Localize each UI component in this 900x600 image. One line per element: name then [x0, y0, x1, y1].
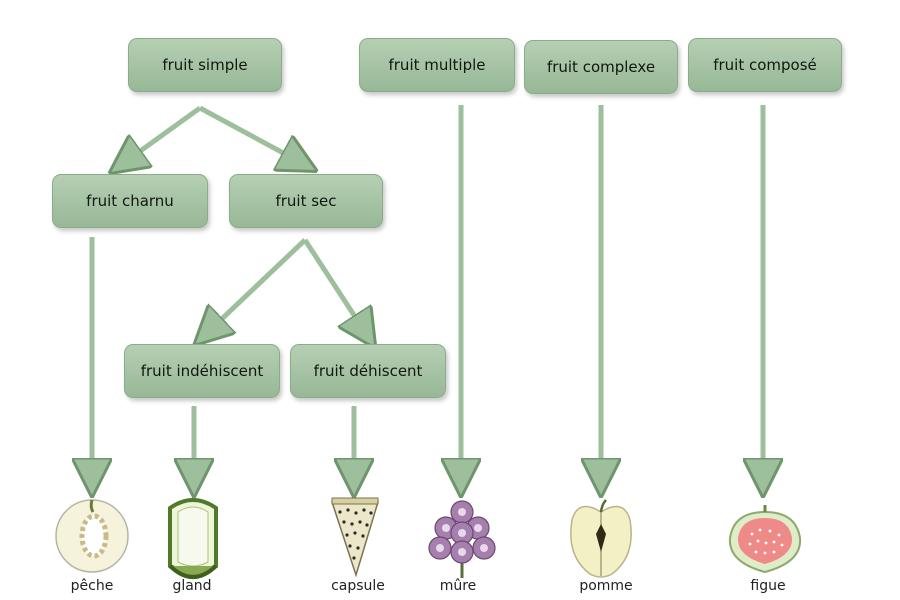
node-fruit-sec: fruit sec	[229, 174, 383, 228]
arrow-simple-to-charnu	[125, 105, 202, 162]
fig-icon	[728, 505, 802, 574]
node-fruit-dehiscent: fruit déhiscent	[290, 344, 446, 398]
apple-icon	[570, 499, 632, 578]
node-fruit-complexe: fruit complexe	[524, 40, 678, 94]
label-pomme: pomme	[579, 578, 633, 594]
label-capsule: capsule	[331, 578, 385, 594]
node-fruit-indehiscent: fruit indéhiscent	[124, 344, 280, 398]
label-figue: figue	[750, 578, 786, 594]
label-mure: mûre	[439, 578, 477, 594]
node-fruit-charnu: fruit charnu	[52, 174, 208, 228]
arrow-simple-to-sec	[198, 105, 300, 162]
arrow-sec-to-dehiscent	[302, 238, 365, 332]
label-gland: gland	[172, 578, 212, 594]
node-fruit-compose: fruit composé	[688, 38, 842, 92]
node-fruit-multiple: fruit multiple	[359, 38, 515, 92]
acorn-icon	[168, 498, 218, 579]
node-fruit-simple: fruit simple	[128, 38, 282, 92]
label-peche: pêche	[70, 578, 114, 594]
mulberry-icon	[428, 500, 496, 578]
peach-icon	[55, 499, 129, 573]
arrow-sec-to-indehiscent	[208, 238, 307, 332]
capsule-icon	[330, 497, 380, 578]
